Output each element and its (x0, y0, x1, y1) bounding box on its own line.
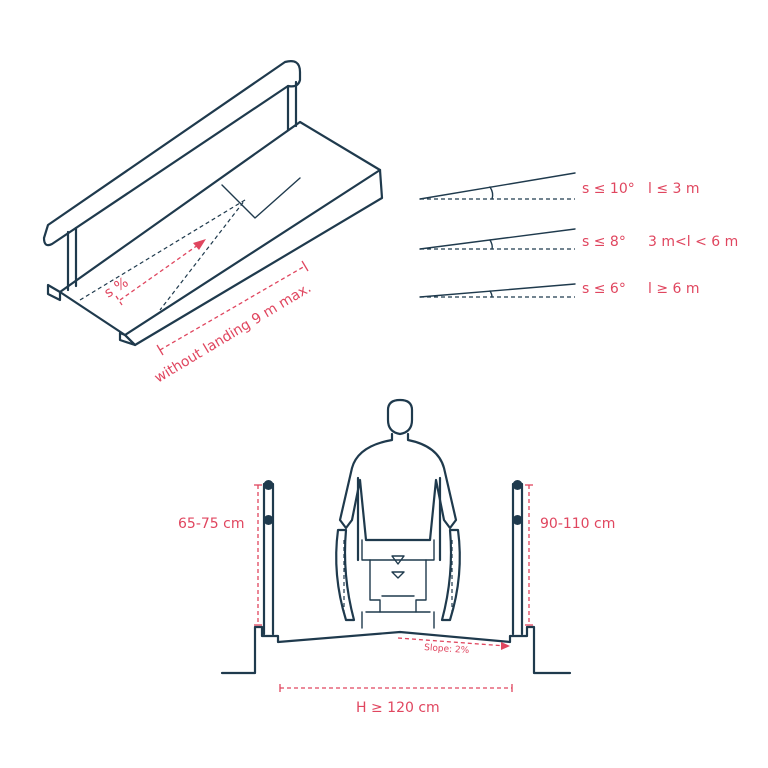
slope-rule-2-length: 3 m<l < 6 m (648, 234, 738, 250)
slope-rule-3-slope: s ≤ 6° (582, 281, 626, 297)
left-rail-mid-knob (263, 515, 274, 525)
slope-rule-3-line (419, 283, 576, 298)
handrail-post-low (66, 226, 78, 292)
slope-rule-2-line (419, 228, 576, 250)
slope-rule-1-angle (489, 186, 494, 200)
right-rail-top-knob (512, 480, 523, 490)
wheelchair-seat (361, 539, 435, 561)
cross-slope-label: Slope: 2% (424, 643, 470, 656)
right-rail-mid-knob (512, 515, 523, 525)
ramp-isometric: s % without landing 9 m max. (42, 60, 384, 386)
right-handrail (511, 480, 524, 636)
wheelchair-right-wheel (440, 528, 461, 622)
slope-rule-3: s ≤ 6° l ≥ 6 m (419, 281, 700, 298)
slope-symbol-label: s % (102, 275, 132, 302)
figure-torso (338, 432, 458, 542)
slope-rule-3-length: l ≥ 6 m (648, 281, 700, 297)
slope-rules: s ≤ 10° l ≤ 3 m s ≤ 8° 3 m<l < 6 m s ≤ 6… (419, 172, 738, 298)
length-dimension-tick-a (156, 344, 164, 356)
wheelchair-user-figure (335, 398, 461, 629)
slope-rule-3-angle (489, 290, 493, 298)
width-label: H ≥ 120 cm (356, 700, 440, 716)
slope-tick (115, 295, 123, 306)
right-rail-height-label: 90-110 cm (540, 516, 615, 532)
ramp-front-curb (46, 283, 62, 302)
ramp-landing-line (221, 177, 301, 219)
left-rail-top-knob (263, 480, 274, 490)
wheelchair-cushion (391, 555, 405, 579)
wheelchair-footrest (365, 595, 431, 613)
handrail-post-high (286, 80, 298, 132)
figure-legs (369, 559, 427, 613)
slope-rule-2-slope: s ≤ 8° (582, 234, 626, 250)
ramp-cross-section: 65-75 cm 90-110 cm Slope: 2% H ≥ 120 cm (178, 398, 615, 716)
ramp-bottom-curb (118, 331, 137, 347)
slope-arrow-line (119, 244, 199, 301)
slope-rule-2: s ≤ 8° 3 m<l < 6 m (419, 228, 738, 250)
handrail (42, 60, 302, 247)
left-handrail (262, 480, 275, 636)
ground-profile (220, 625, 572, 675)
slope-rule-1-slope: s ≤ 10° (582, 181, 635, 197)
slope-triangle (79, 199, 246, 311)
wheelchair-left-wheel (335, 528, 356, 622)
slope-rule-1-length: l ≤ 3 m (648, 181, 700, 197)
left-rail-height-label: 65-75 cm (178, 516, 244, 532)
slope-rule-2-angle (489, 239, 493, 250)
figure-head (386, 398, 414, 436)
cross-slope-arrowhead (501, 642, 510, 650)
length-dimension-tick-b (301, 260, 309, 272)
slope-rule-1-line (419, 172, 576, 200)
wheelchair-casters (361, 611, 435, 629)
length-note-label: without landing 9 m max. (152, 280, 314, 386)
wheelchair-back-frame (356, 476, 442, 562)
right-rail-post (511, 482, 524, 636)
left-rail-post (262, 482, 275, 636)
slope-arrowhead (193, 239, 206, 250)
slope-rule-1: s ≤ 10° l ≤ 3 m (419, 172, 700, 200)
